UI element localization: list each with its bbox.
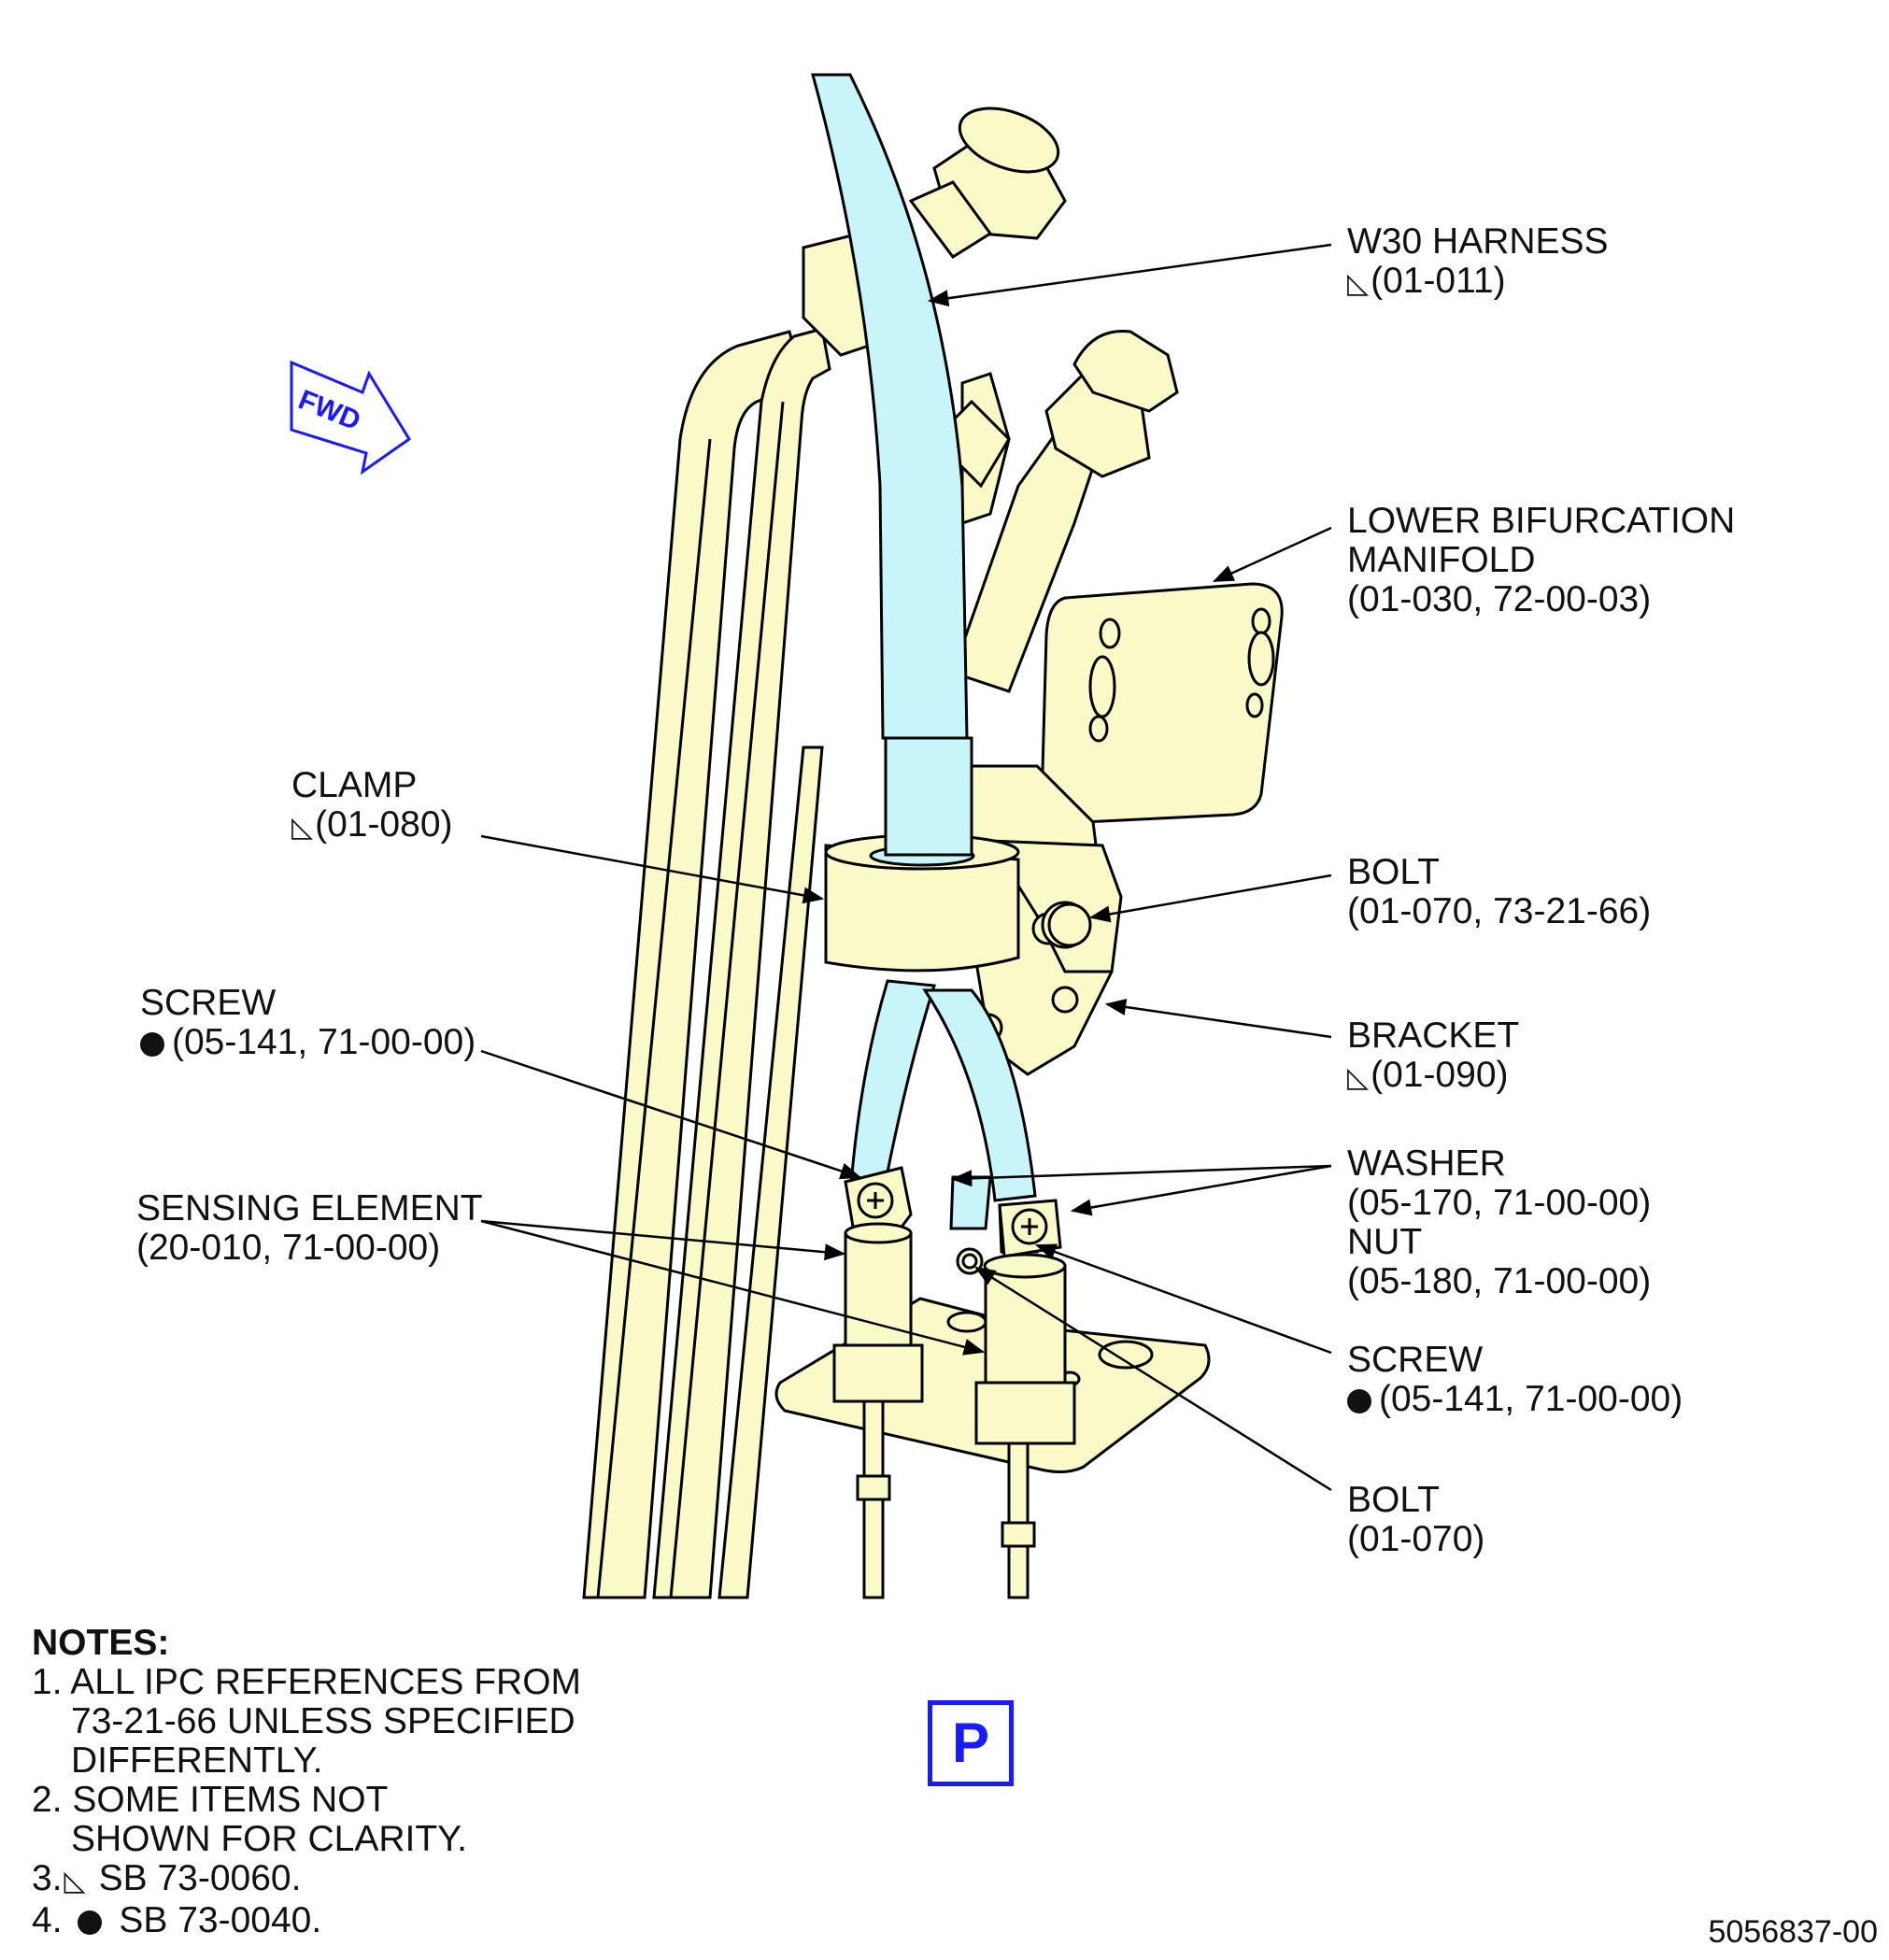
notes-title: NOTES: bbox=[32, 1623, 170, 1663]
callout-lbm-name2: MANIFOLD bbox=[1347, 540, 1536, 580]
callout-sensing-element-name: SENSING ELEMENT bbox=[136, 1188, 483, 1229]
callout-bolt-upper-name: BOLT bbox=[1347, 852, 1440, 892]
callout-bolt-lower-ref: (01-070) bbox=[1347, 1519, 1485, 1559]
callout-clamp-name: CLAMP bbox=[291, 765, 418, 805]
callout-w30-harness-ref: (01-011) bbox=[1371, 261, 1506, 301]
callout-screw-right-ref: (05-141, 71-00-00) bbox=[1379, 1379, 1683, 1419]
fwd-arrow-icon: FWD bbox=[290, 360, 412, 476]
callout-screw-right-name: SCREW bbox=[1347, 1340, 1484, 1380]
upper-fitting bbox=[802, 107, 1067, 526]
callout-lbm-ref: (01-030, 72-00-03) bbox=[1347, 579, 1652, 619]
sb-7300060-triangle-icon: ◺ bbox=[1347, 1062, 1370, 1093]
sb-7300040-dot-icon bbox=[140, 1032, 164, 1057]
terminal-hardware bbox=[844, 902, 1092, 1275]
callout-w30-harness: W30 HARNESS ◺(01-011) bbox=[1347, 222, 1609, 304]
callout-nut-name: NUT bbox=[1347, 1222, 1423, 1262]
callout-screw-left-ref: (05-141, 71-00-00) bbox=[172, 1022, 476, 1062]
note-2-line-1: 2. SOME ITEMS NOT bbox=[32, 1780, 389, 1820]
w30-harness bbox=[811, 73, 1039, 1254]
notes-block: NOTES: 1. ALL IPC REFERENCES FROM 73-21-… bbox=[32, 1624, 581, 1940]
callout-nut-ref: (05-180, 71-00-00) bbox=[1347, 1261, 1652, 1301]
callout-bolt-upper: BOLT (01-070, 73-21-66) bbox=[1347, 853, 1651, 931]
callout-clamp: CLAMP ◺(01-080) bbox=[291, 766, 453, 847]
callout-washer-name: WASHER bbox=[1347, 1143, 1506, 1184]
note-1-line-1: 1. ALL IPC REFERENCES FROM bbox=[32, 1662, 582, 1702]
callout-sensing-element: SENSING ELEMENT (20-010, 71-00-00) bbox=[136, 1189, 483, 1268]
callout-bracket-name: BRACKET bbox=[1347, 1016, 1520, 1056]
figure-number: 5056837-00 bbox=[1708, 1914, 1878, 1950]
callout-lbm-name1: LOWER BIFURCATION bbox=[1347, 501, 1736, 541]
callout-bolt-upper-ref: (01-070, 73-21-66) bbox=[1347, 891, 1652, 931]
fuel-tubes bbox=[582, 327, 831, 1599]
callout-bolt-lower: BOLT (01-070) bbox=[1347, 1481, 1484, 1559]
sensing-elements bbox=[774, 1222, 1211, 1599]
callout-bolt-lower-name: BOLT bbox=[1347, 1480, 1440, 1520]
leader-lines bbox=[480, 243, 1332, 1492]
manifold-plate bbox=[1040, 582, 1284, 824]
callout-washer-nut: WASHER (05-170, 71-00-00) NUT (05-180, 7… bbox=[1347, 1144, 1651, 1301]
note-2-line-2: SHOWN FOR CLARITY. bbox=[71, 1819, 467, 1859]
sb-7300040-dot-icon bbox=[78, 1910, 103, 1935]
callout-w30-harness-name: W30 HARNESS bbox=[1347, 221, 1609, 262]
callout-screw-left-name: SCREW bbox=[140, 983, 277, 1023]
note-4-text: SB 73-0040. bbox=[119, 1900, 322, 1940]
sb-7300040-dot-icon bbox=[1347, 1389, 1371, 1413]
callout-washer-ref: (05-170, 71-00-00) bbox=[1347, 1183, 1652, 1223]
callout-bracket: BRACKET ◺(01-090) bbox=[1347, 1016, 1519, 1098]
note-3: 3.◺ SB 73-0060. bbox=[32, 1859, 581, 1901]
callout-screw-left: SCREW (05-141, 71-00-00) bbox=[140, 984, 476, 1062]
callout-clamp-ref: (01-080) bbox=[315, 804, 453, 845]
sb-7300060-triangle-icon: ◺ bbox=[291, 812, 314, 843]
sb-7300060-triangle-icon: ◺ bbox=[64, 1866, 86, 1896]
callout-screw-right: SCREW (05-141, 71-00-00) bbox=[1347, 1341, 1683, 1419]
sb-7300060-triangle-icon: ◺ bbox=[1347, 268, 1370, 299]
note-1-line-2: 73-21-66 UNLESS SPECIFIED bbox=[71, 1701, 575, 1741]
note-4-number: 4. bbox=[32, 1900, 63, 1940]
callout-sensing-element-ref: (20-010, 71-00-00) bbox=[136, 1228, 441, 1268]
callout-bracket-ref: (01-090) bbox=[1371, 1055, 1509, 1095]
note-1-line-3: DIFFERENTLY. bbox=[71, 1740, 323, 1781]
note-3-text: SB 73-0060. bbox=[98, 1858, 302, 1898]
callout-lower-bifurcation-manifold: LOWER BIFURCATION MANIFOLD (01-030, 72-0… bbox=[1347, 502, 1735, 619]
right-hose bbox=[951, 329, 1179, 693]
note-4: 4. SB 73-0040. bbox=[32, 1901, 581, 1940]
p-box: P bbox=[928, 1700, 1014, 1786]
note-3-number: 3. bbox=[32, 1858, 63, 1898]
